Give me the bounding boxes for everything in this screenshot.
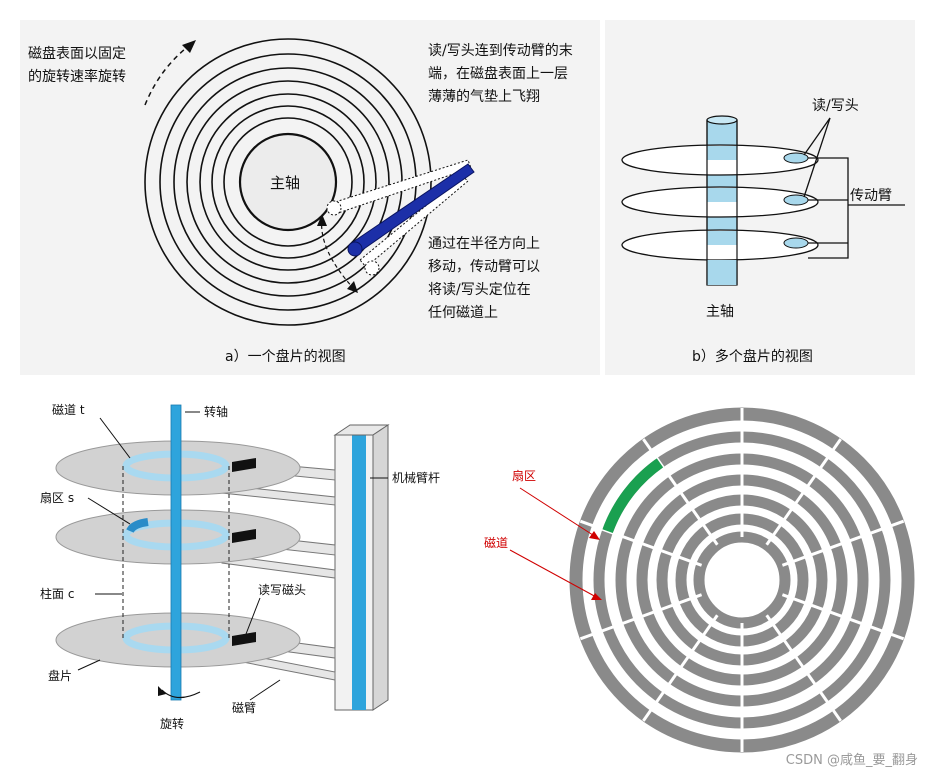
arm-assembly-b — [803, 117, 905, 259]
spindle-label-c: 转轴 — [204, 404, 228, 419]
rotation-arrow — [144, 44, 191, 106]
track-label-c: 磁道 t — [52, 402, 85, 417]
sector-highlight — [126, 518, 149, 533]
sector-highlight-d — [602, 458, 664, 534]
track-pointer — [509, 549, 599, 599]
sector-divider — [765, 614, 842, 722]
head-label-c: 读写磁头 — [258, 582, 306, 597]
head-note-line-1: 读/写头连到传动臂的末 — [428, 42, 573, 59]
move-note-line-1: 通过在半径方向上 — [428, 236, 540, 252]
caption-b: b）多个盘片的视图 — [692, 348, 813, 365]
sector-label-c: 扇区 s — [40, 490, 74, 505]
radial-arrow — [321, 217, 356, 291]
spindle-c — [170, 404, 182, 701]
sector-pointer — [519, 487, 597, 538]
sector-divider — [579, 593, 703, 641]
move-note-line-2: 移动，传动臂可以 — [428, 259, 540, 275]
rotate-arrow — [161, 689, 201, 699]
read-write-head — [347, 241, 363, 257]
watermark: CSDN @咸鱼_要_翻身 — [786, 752, 918, 768]
panel-d: 扇区 磁道 — [484, 407, 915, 753]
panel-a: 主轴 磁盘表面以固定 的旋转速率旋转 读/写头连到传动臂的末 端，在磁盘表面上一… — [20, 20, 600, 375]
arm-label-c: 磁臂 — [232, 700, 256, 715]
rotate-label-c: 旋转 — [160, 716, 184, 731]
sector-label-d: 扇区 — [512, 468, 536, 483]
track-ring — [693, 531, 791, 629]
head-note-line-3: 薄薄的气垫上飞翔 — [428, 89, 540, 105]
spindle — [238, 132, 338, 232]
sector-spokes-d — [579, 408, 905, 752]
arm-label-b: 传动臂 — [850, 188, 892, 204]
cylinder-label-c: 柱面 c — [40, 586, 74, 601]
platter-label-c: 盘片 — [48, 668, 72, 683]
rotation-note-line-2: 的旋转速率旋转 — [28, 68, 126, 85]
move-note-line-4: 任何磁道上 — [428, 305, 498, 321]
spindle-label: 主轴 — [270, 174, 300, 192]
sector-divider — [781, 519, 905, 567]
panel-c: 磁道 t 转轴 扇区 s 机械臂杆 柱面 c 读写磁头 盘片 磁臂 旋转 — [40, 402, 440, 731]
heads-c — [232, 458, 256, 646]
panel-b: 读/写头 传动臂 主轴 b）多个盘片的视图 — [605, 20, 915, 375]
arm-rod-label-c: 机械臂杆 — [392, 470, 440, 485]
head-label-b: 读/写头 — [812, 97, 859, 114]
sector-divider — [642, 438, 719, 546]
leader-lines-c — [77, 411, 388, 701]
sector-divider — [642, 614, 719, 722]
track-label-d: 磁道 — [484, 535, 508, 550]
spindle-label-b: 主轴 — [706, 304, 734, 320]
caption-a: a）一个盘片的视图 — [225, 348, 346, 365]
move-note-line-3: 将读/写头定位在 — [428, 281, 531, 298]
sector-divider — [765, 438, 842, 546]
sector-divider — [579, 519, 703, 567]
sector-divider — [781, 593, 905, 641]
rotation-note-line-1: 磁盘表面以固定 — [28, 45, 126, 62]
arm-outline-dotted — [331, 159, 472, 214]
head-note-line-2: 端，在磁盘表面上一层 — [428, 65, 568, 82]
cylinder-lines — [122, 466, 230, 640]
